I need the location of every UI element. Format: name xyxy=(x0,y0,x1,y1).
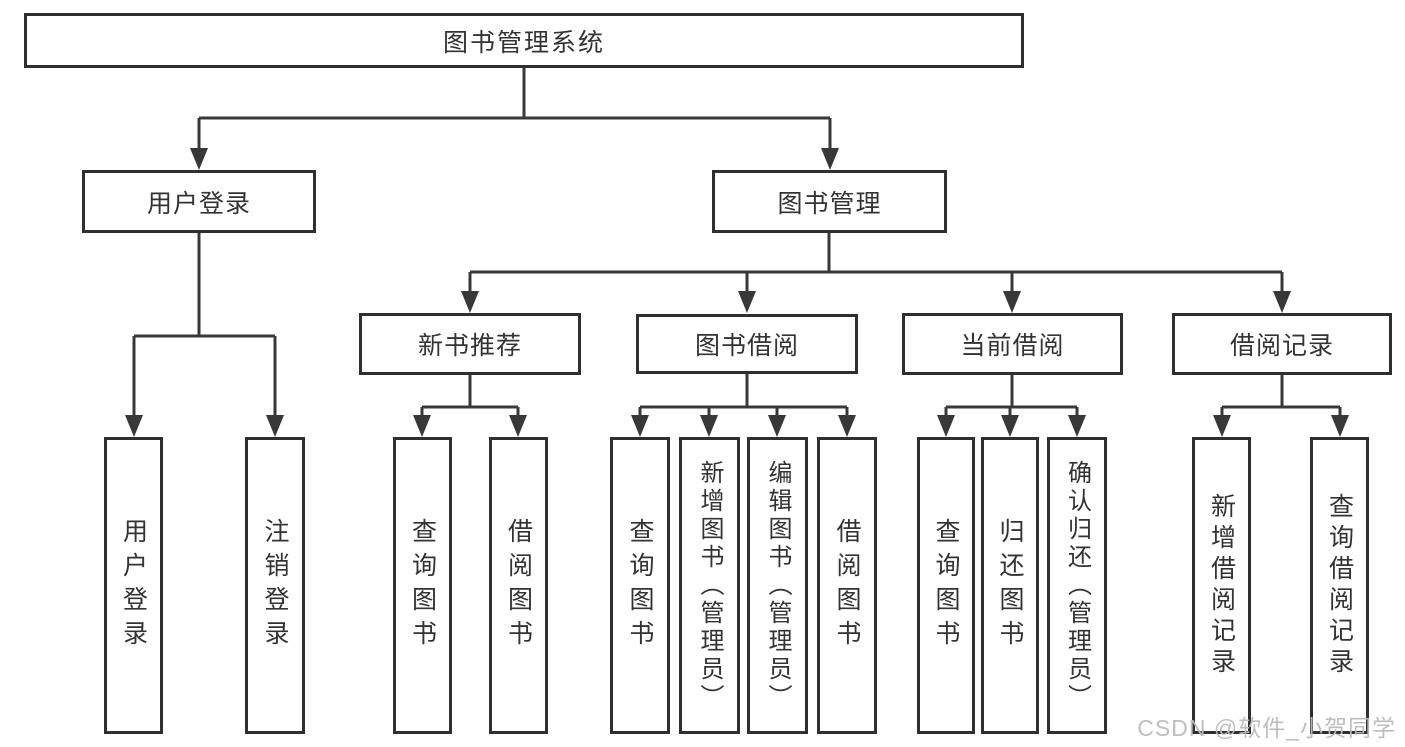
node-leaf-nb-borrow-books: 借阅图书 xyxy=(489,437,548,734)
node-leaf-cb-query-books: 查询图书 xyxy=(917,437,975,734)
node-leaf-bb-borrow-books: 借阅图书 xyxy=(817,437,877,734)
node-book-borrow: 图书借阅 xyxy=(636,314,858,374)
node-leaf-br-add-record: 新增借阅记录 xyxy=(1192,437,1251,734)
node-book-management: 图书管理 xyxy=(712,170,947,233)
node-leaf-cb-confirm-return: 确认归还（管理员） xyxy=(1047,437,1107,734)
node-root: 图书管理系统 xyxy=(24,13,1024,68)
node-leaf-nb-query-books: 查询图书 xyxy=(393,437,452,734)
node-user-login: 用户登录 xyxy=(82,170,316,233)
node-leaf-user-login: 用户登录 xyxy=(104,437,163,734)
node-leaf-logout: 注销登录 xyxy=(245,437,305,734)
tree-edges xyxy=(132,68,1342,419)
watermark: CSDN @软件_小贺同学 xyxy=(1137,715,1396,741)
node-borrow-records: 借阅记录 xyxy=(1172,313,1392,375)
node-leaf-bb-edit-books: 编辑图书（管理员） xyxy=(747,437,808,734)
node-current-borrow: 当前借阅 xyxy=(902,313,1123,375)
node-new-book-recommend: 新书推荐 xyxy=(359,313,581,375)
node-leaf-bb-add-books: 新增图书（管理员） xyxy=(679,437,740,734)
node-leaf-br-query-record: 查询借阅记录 xyxy=(1310,437,1369,734)
node-leaf-bb-query-books: 查询图书 xyxy=(610,437,670,734)
node-leaf-cb-return-books: 归还图书 xyxy=(981,437,1039,734)
